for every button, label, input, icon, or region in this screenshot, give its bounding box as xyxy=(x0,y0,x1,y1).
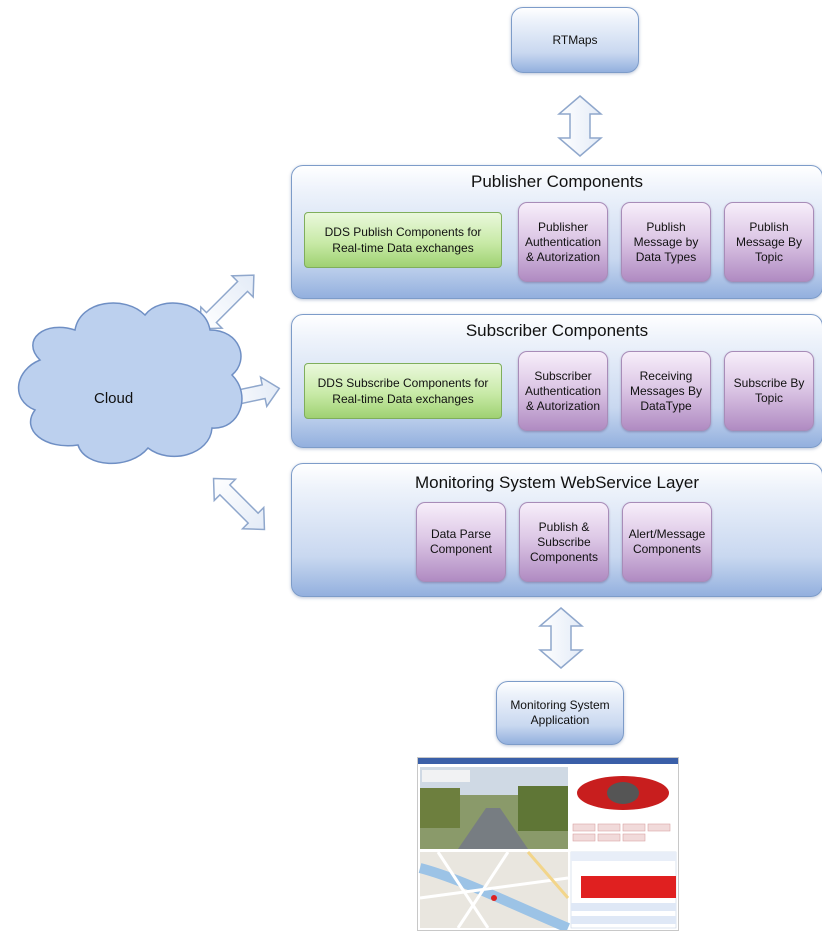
app-screenshot-thumbnail xyxy=(417,757,679,933)
subscriber-auth-line-2: Authentication xyxy=(524,383,602,398)
publisher-panel: Publisher Components DDS Publish Compone… xyxy=(291,165,822,299)
monitoring-title: Monitoring System WebService Layer xyxy=(414,473,700,492)
rtmaps-publisher-arrow xyxy=(556,95,604,157)
subscribe-by-topic-box: Subscribe By Topic xyxy=(724,351,814,431)
monitoring-app-arrow xyxy=(537,607,585,669)
data-parse-box: Data Parse Component xyxy=(416,502,506,582)
app-line-1: Monitoring System xyxy=(510,698,610,712)
publish-subscribe-box: Publish & Subscribe Components xyxy=(519,502,609,582)
receiving-by-datatype-box: Receiving Messages By DataType xyxy=(621,351,711,431)
publisher-title: Publisher Components xyxy=(471,172,643,191)
monitoring-panel: Monitoring System WebService Layer Data … xyxy=(291,463,822,597)
subscriber-auth-box: Subscriber Authentication & Autorization xyxy=(518,351,608,431)
alert-line-1: Alert/Message xyxy=(628,527,706,541)
publish-by-topic-box: Publish Message By Topic xyxy=(724,202,814,282)
app-screenshot-graphic xyxy=(418,758,678,933)
monitoring-app-box: Monitoring System Application xyxy=(496,681,624,745)
rtmaps-label: RTMaps xyxy=(552,32,598,47)
publisher-auth-line-3: & Autorization xyxy=(525,249,601,264)
cloud-label: Cloud xyxy=(94,390,134,407)
receiving-line-3: DataType xyxy=(640,398,692,413)
subscriber-green-box: DDS Subscribe Components for Real-time D… xyxy=(304,363,502,419)
pubsub-line-1: Publish & xyxy=(538,519,590,534)
publish-topic-line-3: Topic xyxy=(754,249,783,264)
subscriber-auth-line-3: & Autorization xyxy=(525,398,601,413)
publisher-green-line-1: DDS Publish Components for xyxy=(324,225,482,239)
publisher-auth-box: Publisher Authentication & Autorization xyxy=(518,202,608,282)
publish-datatype-line-2: Message by xyxy=(633,234,699,249)
pubsub-line-3: Components xyxy=(529,549,599,564)
publisher-auth-line-1: Publisher xyxy=(537,219,589,234)
app-line-2: Application xyxy=(530,713,590,727)
publish-datatype-line-3: Data Types xyxy=(635,249,697,264)
pubsub-line-2: Subscribe xyxy=(537,534,591,549)
receiving-line-1: Receiving xyxy=(639,368,693,383)
publish-topic-line-2: Message By xyxy=(735,234,803,249)
data-parse-line-2: Component xyxy=(429,542,493,556)
publish-by-datatype-box: Publish Message by Data Types xyxy=(621,202,711,282)
publish-datatype-line-1: Publish xyxy=(646,219,686,234)
publisher-green-line-2: Real-time Data exchanges xyxy=(332,241,474,255)
publisher-auth-line-2: Authentication xyxy=(524,234,602,249)
alert-line-2: Components xyxy=(632,542,702,556)
subscriber-green-line-2: Real-time Data exchanges xyxy=(332,392,474,406)
subscriber-auth-line-1: Subscriber xyxy=(534,368,592,383)
publisher-green-box: DDS Publish Components for Real-time Dat… xyxy=(304,212,502,268)
subscriber-panel: Subscriber Components DDS Subscribe Comp… xyxy=(291,314,822,448)
receiving-line-2: Messages By xyxy=(629,383,703,398)
cloud-monitoring-arrow xyxy=(212,477,266,531)
alert-message-box: Alert/Message Components xyxy=(622,502,712,582)
subscribe-topic-line-2: Topic xyxy=(754,391,783,405)
cloud-publisher-arrow xyxy=(199,274,255,330)
rtmaps-box: RTMaps xyxy=(511,7,639,73)
publish-topic-line-1: Publish xyxy=(749,219,789,234)
subscriber-title: Subscriber Components xyxy=(465,321,649,340)
subscribe-topic-line-1: Subscribe By xyxy=(733,376,805,390)
cloud-shape xyxy=(18,302,243,465)
data-parse-line-1: Data Parse xyxy=(430,527,491,541)
subscriber-green-line-1: DDS Subscribe Components for xyxy=(317,376,489,390)
